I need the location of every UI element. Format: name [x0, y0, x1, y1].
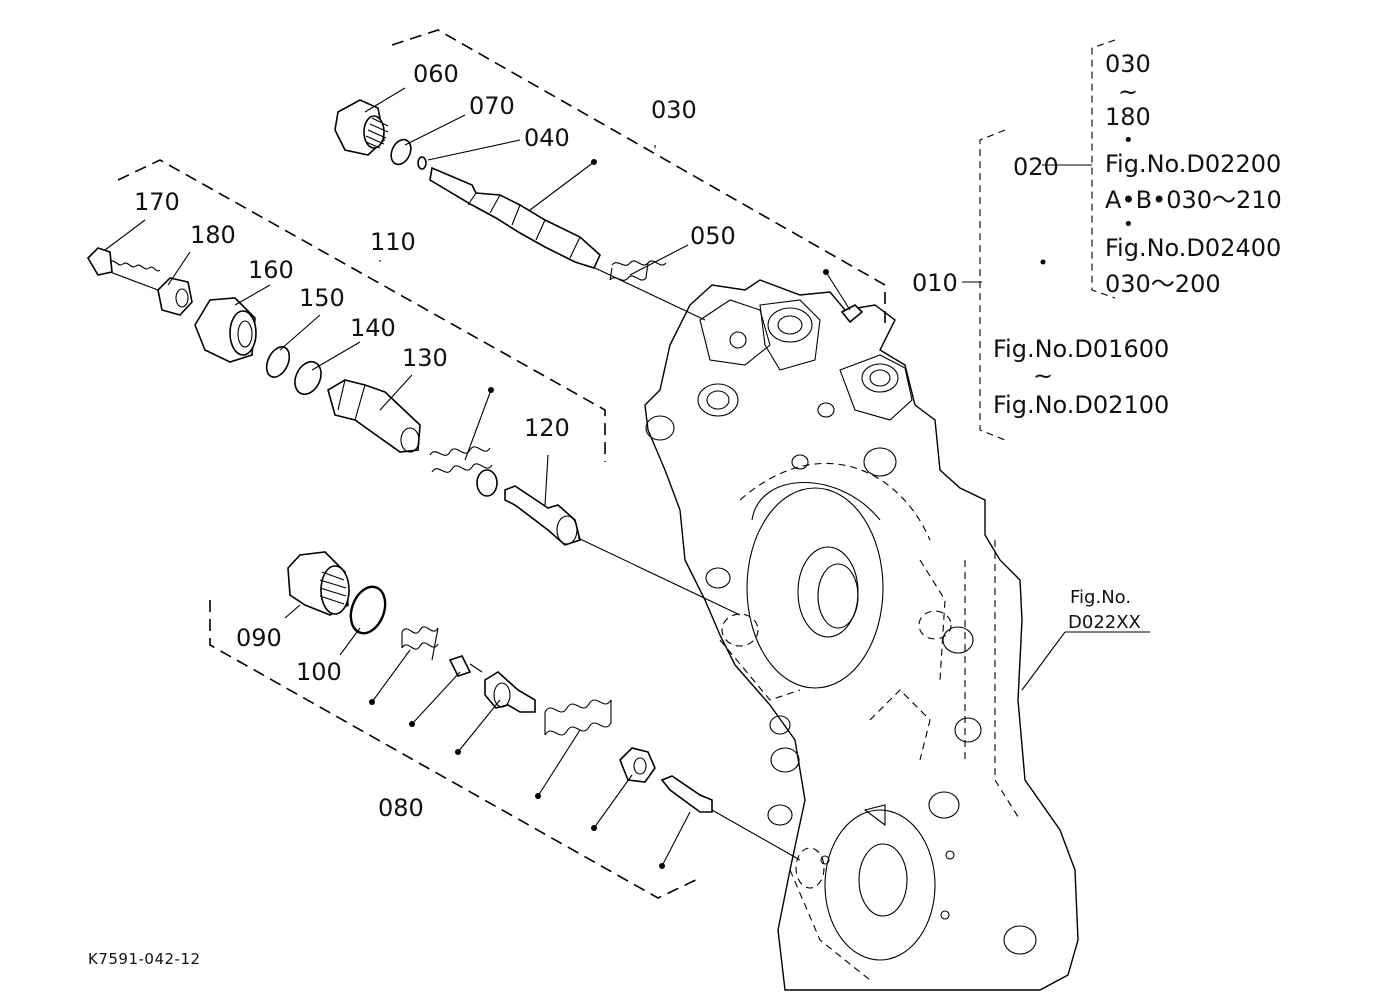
- legend-ab-range: A•B•030～210: [1105, 186, 1282, 214]
- label-130: 130: [402, 344, 448, 372]
- label-070: 070: [469, 92, 515, 120]
- label-140: 140: [350, 314, 396, 342]
- legend-range-start: 030: [1105, 50, 1151, 78]
- legend-fig-d02200: Fig.No.D02200: [1105, 150, 1281, 178]
- legend-brace-010: [979, 129, 1006, 441]
- part-040-pilot-shaft: [417, 156, 601, 269]
- reference-dots: [369, 159, 1046, 869]
- part-080-pin: [660, 775, 713, 813]
- part-small-set-screw: [840, 304, 864, 324]
- group-030-outline: [391, 29, 886, 330]
- part-080-retainer: [619, 747, 656, 783]
- part-spring-080-small: [401, 626, 439, 661]
- group-080-outline: [209, 600, 701, 899]
- part-070-o-ring: [390, 138, 412, 166]
- label-060: 060: [413, 60, 459, 88]
- part-090-plug: [287, 551, 350, 616]
- part-150-o-ring: [265, 346, 291, 378]
- callout-code: D022XX: [1068, 612, 1141, 633]
- label-180: 180: [190, 221, 236, 249]
- legend-fig-d02400: Fig.No.D02400: [1105, 234, 1281, 262]
- label-020: 020: [1013, 153, 1059, 181]
- label-160: 160: [248, 256, 294, 284]
- legend-tilde-1: ~: [1118, 78, 1138, 106]
- part-160-plug: [194, 297, 257, 363]
- diagram-code: K7591-042-12: [88, 950, 201, 968]
- gear-case-housing: [644, 279, 1079, 991]
- callout-fig-no: Fig.No.: [1070, 587, 1131, 608]
- part-080-needle: [448, 655, 483, 677]
- part-120-valve-spool: [504, 485, 581, 546]
- part-100-o-ring: [349, 585, 387, 635]
- legend-brace-020: [1091, 39, 1116, 299]
- legend-fig-d02100: Fig.No.D02100: [993, 391, 1169, 419]
- part-180-nut: [157, 277, 193, 316]
- label-170: 170: [134, 188, 180, 216]
- legend-bullet-1: •: [1123, 130, 1134, 151]
- label-150: 150: [299, 284, 345, 312]
- legend-range-end: 180: [1105, 103, 1151, 131]
- label-090: 090: [236, 624, 282, 652]
- label-050: 050: [690, 222, 736, 250]
- part-140-o-ring: [294, 360, 322, 396]
- label-010: 010: [912, 269, 958, 297]
- legend-fig-d01600: Fig.No.D01600: [993, 335, 1169, 363]
- part-spring-080-large: [544, 699, 612, 736]
- label-110: 110: [370, 228, 416, 256]
- leader-lines: [104, 87, 1150, 867]
- legend-range-030-200: 030～200: [1105, 270, 1221, 298]
- group-110-outline: [117, 159, 606, 462]
- label-080: 080: [378, 794, 424, 822]
- part-spring-middle: [429, 446, 498, 497]
- part-060-plug: [334, 99, 389, 156]
- part-170-bolt: [86, 247, 161, 291]
- legend-bullet-2: •: [1123, 214, 1134, 235]
- part-080-poppet: [484, 671, 536, 713]
- label-040: 040: [524, 124, 570, 152]
- label-100: 100: [296, 658, 342, 686]
- label-120: 120: [524, 414, 570, 442]
- legend-tilde-2: ~: [1033, 362, 1053, 390]
- part-130-piston: [327, 379, 421, 453]
- label-030: 030: [651, 96, 697, 124]
